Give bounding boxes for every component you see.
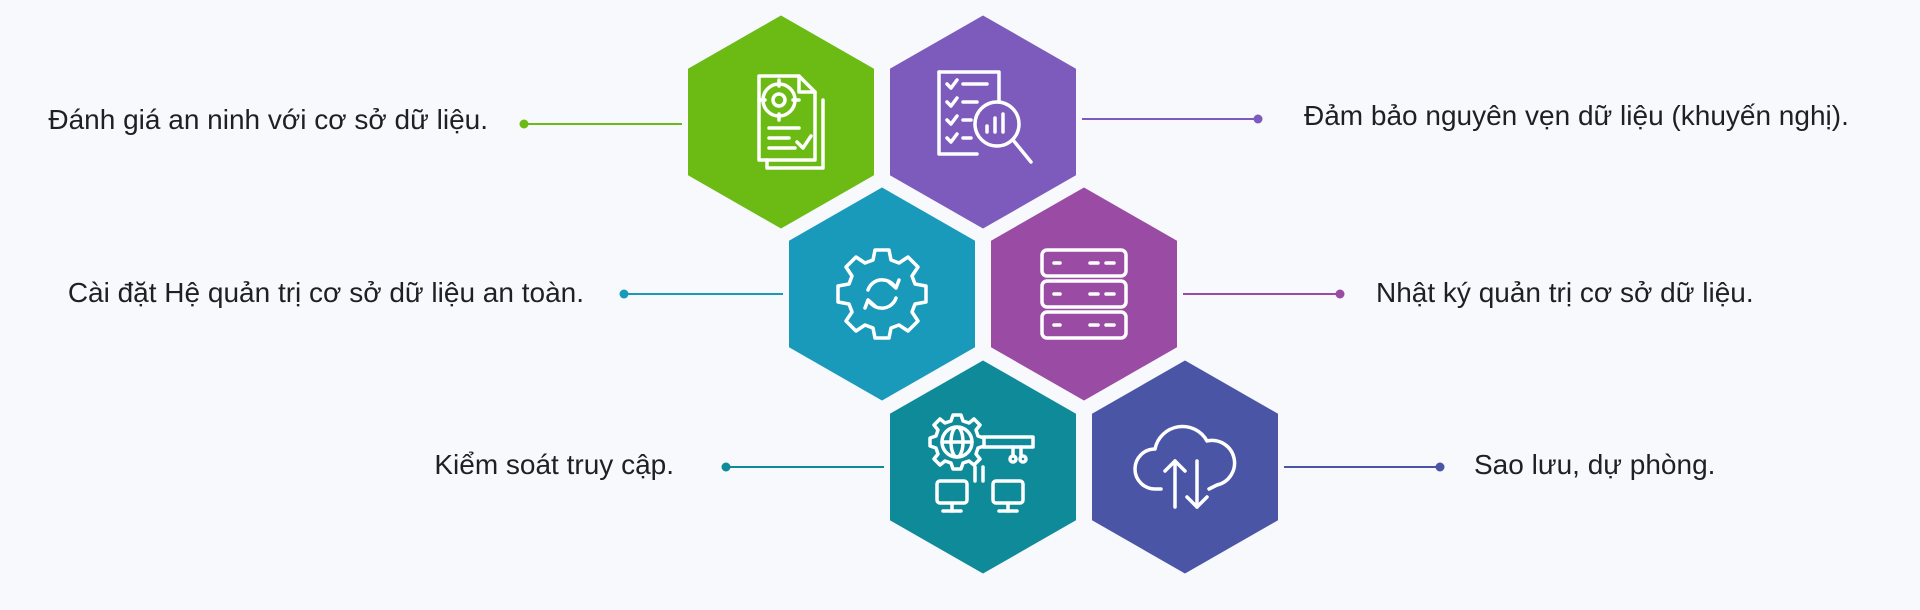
label-backup: Sao lưu, dự phòng. (1474, 449, 1716, 480)
connector-backup (1278, 462, 1445, 472)
connector-data-integrity (1080, 114, 1263, 124)
checklist-magnifier-icon (937, 70, 1033, 164)
cloud-sync-icon (1133, 424, 1237, 509)
connector-security-assessment (519, 119, 688, 129)
audit-document-icon (757, 74, 825, 170)
label-admin-log: Nhật ký quản trị cơ sở dữ liệu. (1376, 277, 1754, 308)
label-data-integrity: Đảm bảo nguyên vẹn dữ liệu (khuyến nghị)… (1304, 100, 1849, 131)
hexagon-secure-install (783, 180, 981, 408)
hexagon-admin-log (985, 180, 1183, 408)
label-security-assessment: Đánh giá an ninh với cơ sở dữ liệu. (48, 104, 488, 135)
network-key-icon (928, 413, 1035, 513)
connector-access-control (721, 462, 888, 472)
hexagon-backup (1086, 353, 1284, 581)
hexagon-security-assessment (682, 8, 880, 236)
connector-admin-log (1176, 289, 1345, 299)
hexagon-data-integrity (884, 8, 1082, 236)
label-secure-install: Cài đặt Hệ quản trị cơ sở dữ liệu an toà… (67, 277, 584, 308)
server-rack-icon (1040, 248, 1128, 340)
gear-sync-icon (836, 248, 928, 340)
connector-secure-install (619, 289, 788, 299)
label-access-control: Kiểm soát truy cập. (434, 449, 674, 480)
